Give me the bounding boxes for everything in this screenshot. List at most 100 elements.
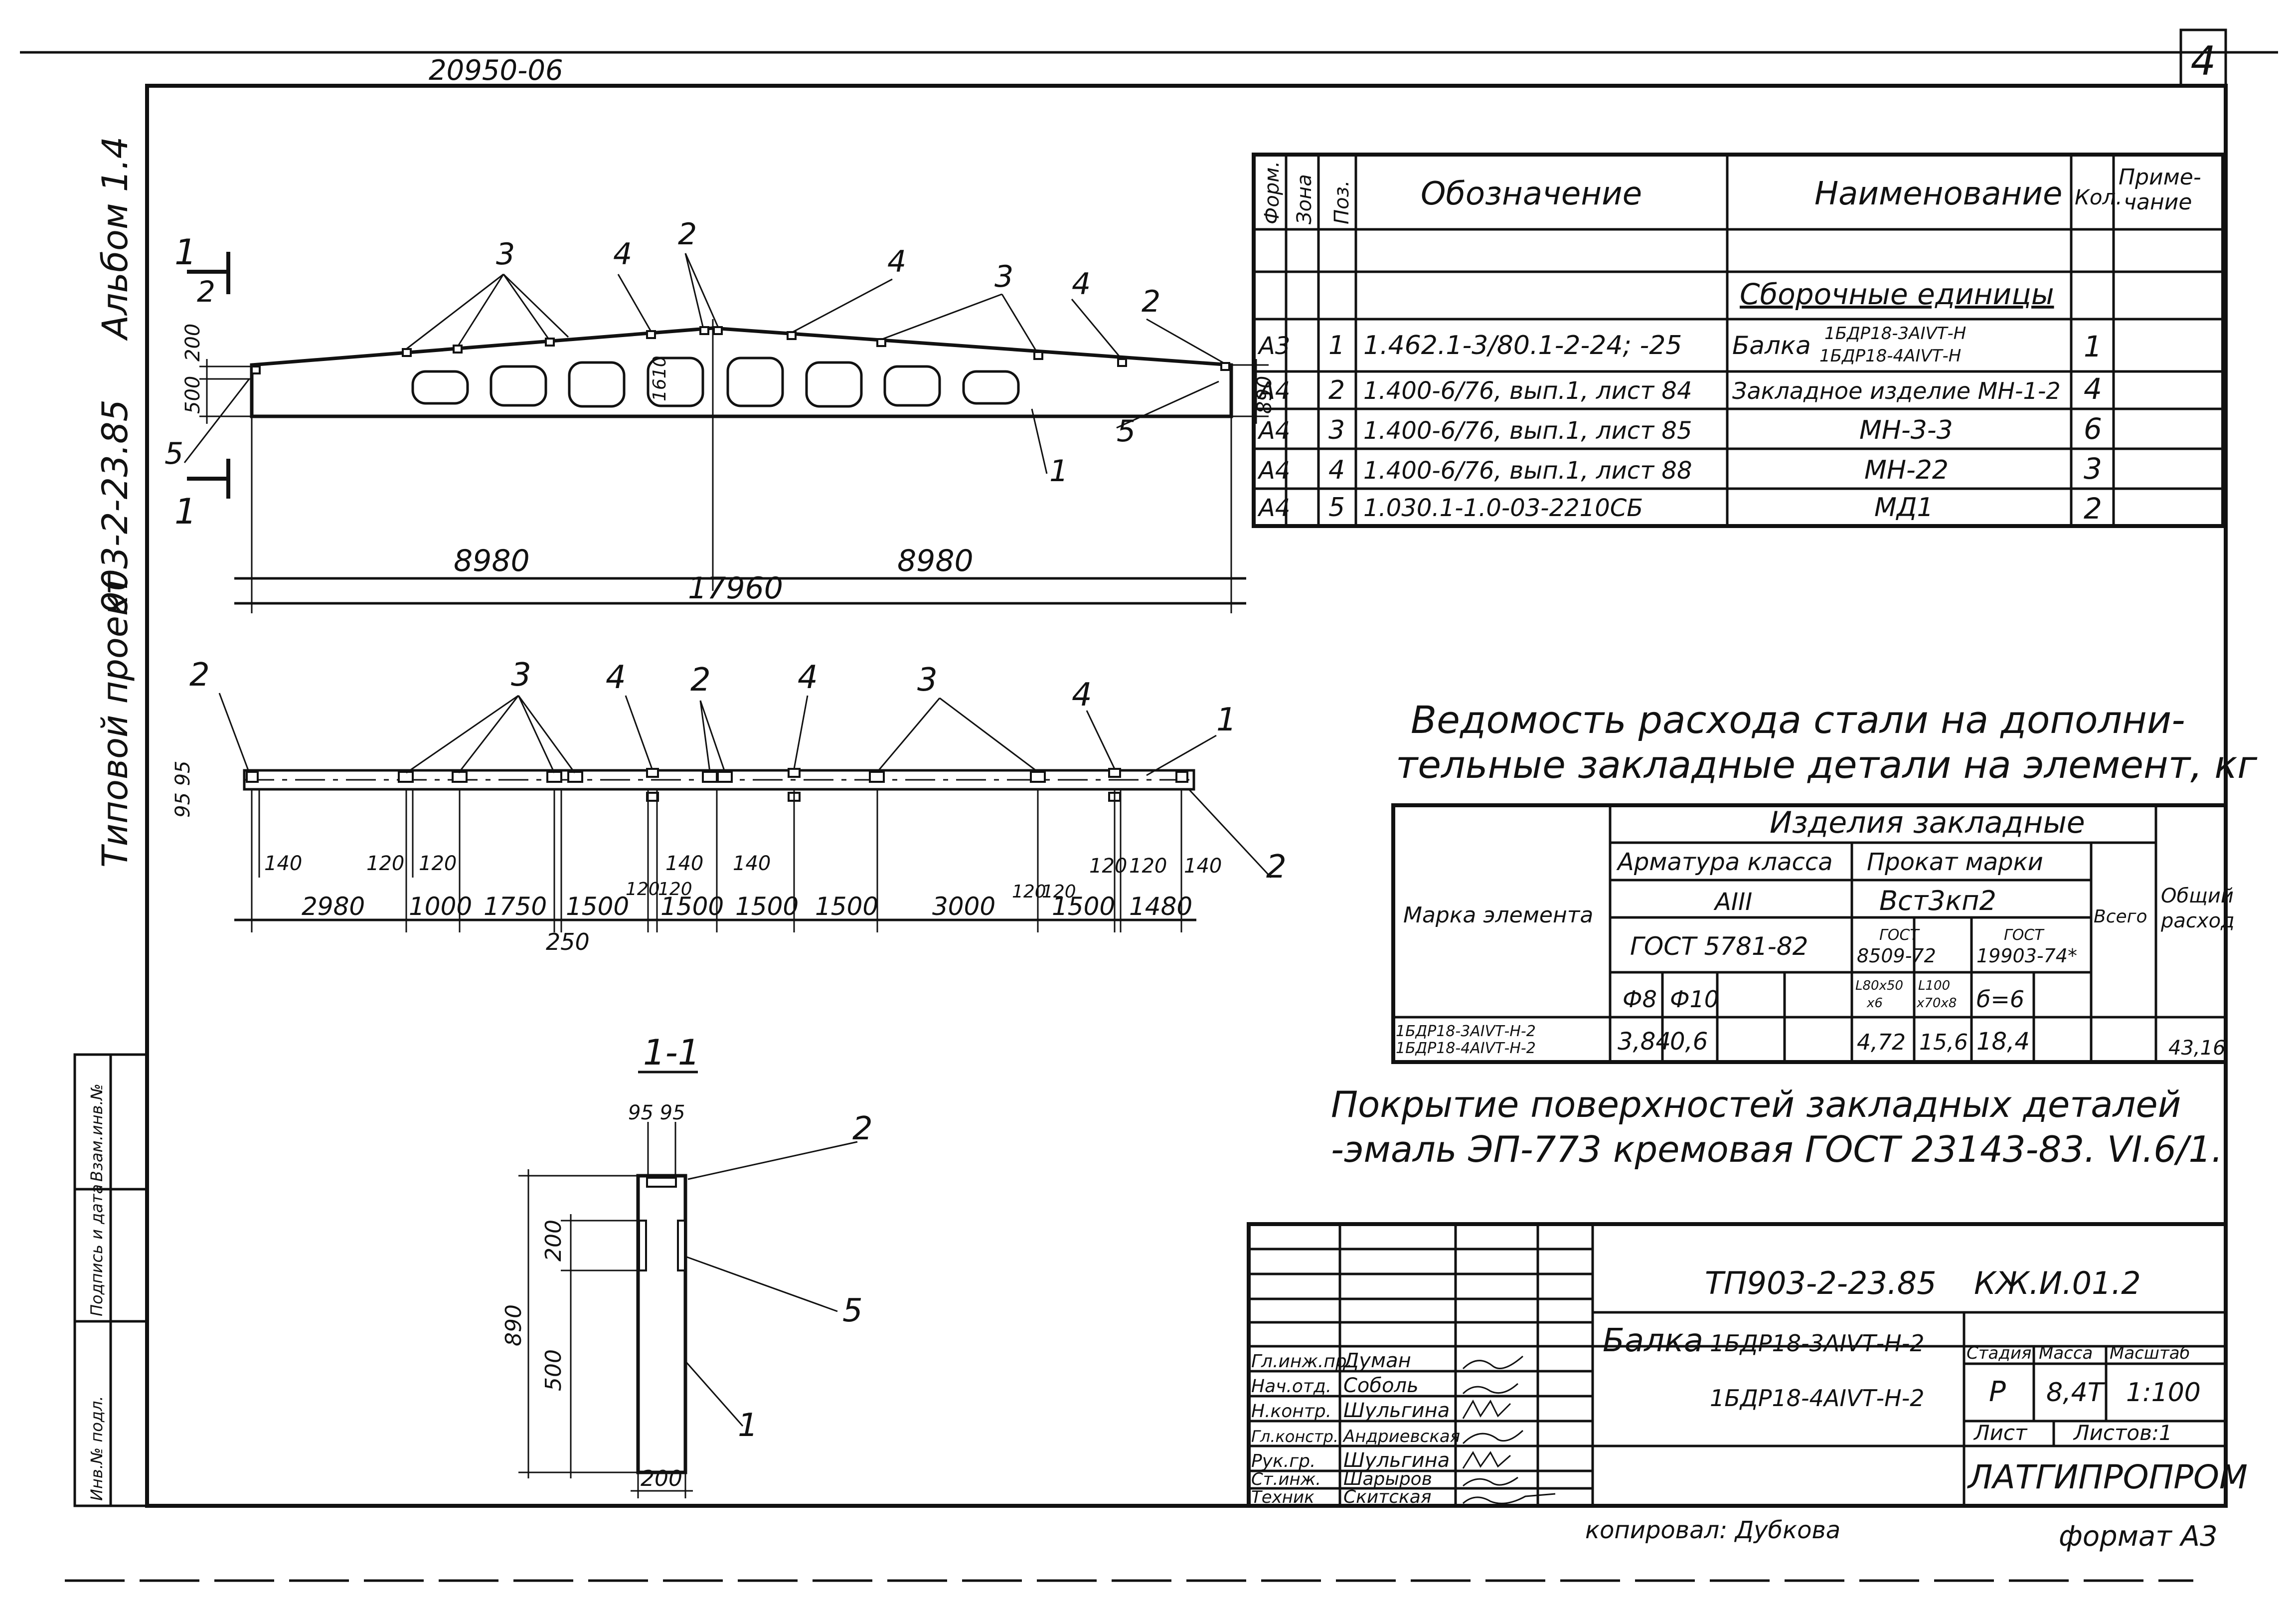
title-role-3: Н.контр. [1251,1401,1331,1422]
spec-row1-designation: 1.462.1-3/80.1-2-24; -25 [1363,331,1682,360]
section-pos-1: 1 [738,1407,758,1444]
title-person-4: Андриевская [1342,1427,1460,1446]
steel-header-rebar: Арматура класса [1616,848,1833,876]
title-role-6: Ст.инж. [1251,1469,1321,1489]
section-title: 1-1 [643,1032,700,1073]
steel-value-d10: 0,6 [1670,1028,1708,1056]
plan-dim-1480: 1480 [1129,892,1192,921]
steel-gost-a-line2: 8509-72 [1857,945,1936,967]
left-stamp: Взам.инв.№ Подпись и дата Инв.№ подл. [73,1053,149,1507]
steel-header-d10: Ф10 [1670,986,1719,1013]
spec-row3-pos: 3 [1328,415,1345,445]
spec-row3-qty: 6 [2084,412,2102,446]
spec-row3-designation: 1.400-6/76, вып.1, лист 85 [1363,417,1692,445]
steel-value-plate: 18,4 [1976,1028,2030,1056]
steel-gost-b-line1: ГОСТ [2004,926,2045,944]
title-sheets-label: Листов:1 [2073,1421,2172,1445]
steel-header-rebar-gost: ГОСТ 5781-82 [1630,932,1808,961]
steel-header-angle-1: L80x50 [1855,978,1903,993]
steel-value-angle: 4,72 [1857,1030,1906,1055]
spec-header-pos: Поз. [1330,180,1353,224]
section-dim-bottom: 200 [641,1466,682,1491]
spec-row5-name: МД1 [1874,493,1934,523]
title-name-2: 1БДР18-3АIVТ-Н-2 [1710,1330,1925,1357]
plan-small-dim-5: 120 [658,879,692,900]
beam-openings [411,357,1020,408]
title-person-2: Соболь [1343,1374,1419,1397]
plan-dim-1000: 1000 [409,892,472,921]
plan-pos-3-a: 3 [511,657,531,694]
plan-plates [246,768,1188,802]
plan-dim-1750: 1750 [484,892,547,921]
section-dim-200: 200 [541,1220,566,1261]
plan-dim-1500-c: 1500 [735,892,799,921]
plan-pos-1: 1 [1216,702,1237,738]
copied-by: копировал: Дубкова [1585,1516,1840,1544]
steel-header-d8: Ф8 [1623,986,1657,1013]
steel-row-element-2: 1БДР18-4АIVТ-Н-2 [1396,1040,1536,1057]
title-stage-label: Стадия [1967,1343,2031,1363]
section-pos-5: 5 [842,1292,863,1329]
plan-pos-2-left: 2 [189,657,210,694]
section-top-dims: 95 95 [628,1101,685,1124]
elev-span-total: 17960 [688,571,783,606]
elev-span-left: 8980 [454,543,530,578]
title-scale: 1:100 [2126,1378,2201,1408]
plan-leaders [218,693,1272,879]
steel-header-overall-1: Общий [2161,885,2234,907]
title-person-1: Думан [1342,1349,1411,1372]
plan-small-dim-3: 120 [419,852,457,875]
album-label: Альбом 1.4 [95,137,136,341]
title-role-7: Техник [1251,1487,1314,1507]
steel-header-thickness: б=6 [1976,986,2024,1013]
coating-note-line2: -эмаль ЭП-773 кремовая ГОСТ 23143-83. VI… [1331,1128,2223,1170]
plan-small-dim-10: 120 [1089,855,1127,878]
signature-5 [1462,1451,1511,1469]
title-role-5: Рук.гр. [1251,1451,1315,1471]
title-person-3: Шульгина [1343,1399,1450,1422]
spec-row1-qty: 1 [2084,330,2102,363]
coating-note-line1: Покрытие поверхностей закладных деталей [1331,1083,2181,1125]
elev-dim-500: 500 [181,376,204,414]
signature-1 [1462,1355,1523,1370]
sheet-number: 4 [2191,38,2216,84]
spec-row4-pos: 4 [1328,455,1345,485]
spec-header-qty: Кол. [2075,185,2123,209]
signature-2 [1462,1383,1519,1395]
beam-elevation: 1 1 2 3 4 2 4 3 4 2 5 5 1 200 500 890 16… [164,217,1276,613]
steel-gost-a-line1: ГОСТ [1879,926,1920,944]
signature-7 [1463,1493,1556,1504]
spec-row5-format: А4 [1257,494,1290,522]
steel-value-strip: 15,6 [1919,1030,1968,1055]
spec-row2-format: А4 [1257,377,1290,405]
title-role-2: Нач.отд. [1251,1376,1331,1397]
steel-header-rebar-class: АIII [1713,888,1752,916]
plan-dim-1500-d: 1500 [815,892,878,921]
title-mass: 8,4Т [2046,1378,2106,1408]
signature-4 [1462,1430,1524,1444]
title-role-1: Гл.инж.пр. [1251,1351,1352,1372]
title-sheet-label: Лист [1973,1421,2028,1445]
plan-dim-1500-b: 1500 [660,892,724,921]
section-dim-890: 890 [501,1304,526,1346]
sheet-format: формат А3 [2059,1520,2218,1553]
project-type-label: Типовой проект [95,573,136,868]
spec-row1-name-b: 1БДР18-3АIVТ-Н [1824,324,1966,344]
signature-3 [1462,1399,1511,1419]
spec-row4-format: А4 [1257,457,1290,485]
plan-pos-3-b: 3 [917,662,938,699]
elev-dim-200: 200 [181,324,204,361]
steel-header-total: Всего [2094,906,2147,927]
elev-pos-4-c: 4 [1072,267,1091,302]
steel-gost-b-line2: 19903-74* [1976,945,2077,967]
plan-dim-1500-a: 1500 [566,892,629,921]
steel-header-element: Марка элемента [1403,902,1593,928]
plan-small-dim-11: 120 [1129,855,1167,878]
steel-header-angle-2: x6 [1866,996,1883,1011]
plan-pos-2-center: 2 [690,662,711,699]
stamp-label-original-inv: Инв.№ подл. [87,1396,106,1501]
spec-row2-name: Закладное изделие МН-1-2 [1732,377,2061,404]
spec-row1-format: А3 [1257,332,1290,360]
title-scale-label: Масштаб [2110,1343,2190,1363]
